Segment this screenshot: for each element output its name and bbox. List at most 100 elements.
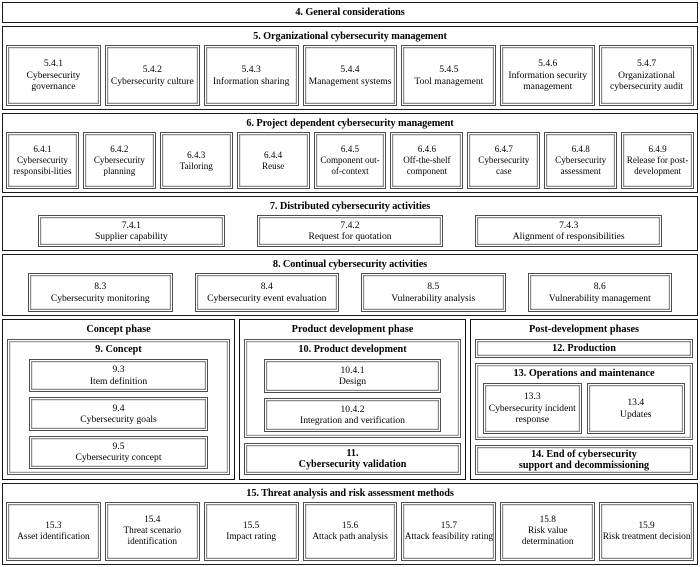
clause-box-6-4-3[interactable]: 6.4.3 Tailoring — [159, 132, 233, 189]
clause-box-15-6[interactable]: 15.6 Attack path analysis — [302, 502, 398, 561]
clause-label: Cybersecurity validation — [298, 459, 407, 470]
clause-box-5-4-5[interactable]: 5.4.5 Tool management — [401, 45, 497, 106]
clause-box-6-4-7[interactable]: 6.4.7 Cybersecurity case — [467, 132, 541, 189]
clause-box-9-5[interactable]: 9.5 Cybersecurity concept — [29, 435, 208, 469]
clause-number: 15.7 — [440, 520, 457, 531]
clause-box-9-4[interactable]: 9.4 Cybersecurity goals — [29, 397, 208, 431]
clause-number: 8.3 — [94, 281, 107, 293]
clause-label: Management systems — [308, 75, 392, 87]
band-title-threat: 15. Threat analysis and risk assessment … — [246, 488, 454, 499]
clause-box-7-4-2[interactable]: 7.4.2 Request for quotation — [256, 215, 444, 247]
clause-number: 9.4 — [112, 402, 125, 414]
clause-box-11-cybersecurity-validation[interactable]: 11. Cybersecurity validation — [244, 443, 461, 475]
clause-label: Reuse — [262, 160, 285, 171]
clause-number: 5.4.4 — [340, 64, 360, 76]
clause-label: Impact rating — [226, 531, 277, 542]
band-distributed-box-row: 7.4.1 Supplier capability 7.4.2 Request … — [6, 215, 694, 247]
clause-box-5-4-1[interactable]: 5.4.1 Cybersecurity governance — [6, 45, 101, 106]
clause-group-10-product-development: 10. Product development 10.4.1 Design 10… — [244, 339, 461, 438]
clause-box-5-4-6[interactable]: 5.4.6 Information security management — [500, 45, 596, 106]
band-threat-box-row: 15.3 Asset identification 15.4 Threat sc… — [6, 502, 695, 561]
clause-box-9-3[interactable]: 9.3 Item definition — [29, 359, 208, 393]
clause-label: Tool management — [414, 75, 484, 87]
clause-number: 9.3 — [112, 364, 125, 376]
clause-number: 5.4.7 — [636, 58, 657, 70]
phase-title-product-development: Product development phase — [291, 324, 414, 335]
clause-box-6-4-4[interactable]: 6.4.4 Reuse — [236, 132, 310, 189]
clause-box-6-4-8[interactable]: 6.4.8 Cybersecurity assessment — [544, 132, 618, 189]
clause-box-10-4-2[interactable]: 10.4.2 Integration and verification — [264, 398, 441, 432]
clause-label: Threat scenario identification — [123, 526, 182, 547]
clause-box-15-7[interactable]: 15.7 Attack feasibility rating — [401, 502, 497, 561]
band-project-dependent-cybersecurity-management: 6. Project dependent cybersecurity manag… — [2, 113, 698, 193]
clause-box-15-4[interactable]: 15.4 Threat scenario identification — [104, 502, 200, 561]
clause-box-5-4-4[interactable]: 5.4.4 Management systems — [302, 45, 398, 106]
clause-number: 5.4.1 — [43, 58, 64, 70]
clause-label-line1: 14. End of cybersecurity — [531, 448, 637, 460]
clause-box-8-3[interactable]: 8.3 Cybersecurity monitoring — [28, 273, 173, 312]
clause-box-8-6[interactable]: 8.6 Vulnerability management — [527, 273, 672, 312]
clause-number: 5.4.6 — [538, 58, 558, 70]
clause-box-15-8[interactable]: 15.8 Risk value determination — [500, 502, 596, 561]
clause-label: Off-the-shelf component — [403, 155, 451, 176]
clause-number: 10.4.1 — [340, 364, 365, 376]
clause-label: Cybersecurity culture — [110, 75, 194, 87]
clause-number: 6.4.4 — [264, 149, 283, 160]
clause-box-13-4[interactable]: 13.4 Updates — [586, 383, 685, 434]
clause-box-6-4-6[interactable]: 6.4.6 Off-the-shelf component — [390, 132, 464, 189]
clause-title-9: 9. Concept — [95, 344, 142, 355]
clause-number: 6.4.8 — [571, 144, 590, 155]
clause-box-13-3[interactable]: 13.3 Cybersecurity incident response — [483, 383, 582, 434]
clause-box-10-4-1[interactable]: 10.4.1 Design — [264, 359, 441, 393]
clause-label: Cybersecurity planning — [93, 155, 145, 176]
clause-label: Asset identification — [17, 531, 90, 542]
clause-box-6-4-1[interactable]: 6.4.1 Cybersecurity responsibi-lities — [6, 132, 79, 189]
clause-label: Risk treatment decision — [602, 531, 691, 542]
clause-number: 15.9 — [638, 520, 655, 531]
clause-label: Organizational cybersecurity audit — [609, 69, 684, 93]
band-threat-analysis-and-risk-assessment-methods: 15. Threat analysis and risk assessment … — [2, 483, 698, 565]
clause-box-6-4-5[interactable]: 6.4.5 Component out-of-context — [313, 132, 387, 189]
clause-number: 15.4 — [144, 515, 161, 525]
clause-label-line2: support and decommissioning — [518, 460, 650, 471]
clause-9-box-stack: 9.3 Item definition 9.4 Cybersecurity go… — [13, 359, 224, 469]
clause-box-15-9[interactable]: 15.9 Risk treatment decision — [599, 502, 695, 561]
clause-number: 6.4.6 — [417, 144, 436, 155]
clause-label: Alignment of responsibilities — [512, 231, 625, 242]
clause-box-8-5[interactable]: 8.5 Vulnerability analysis — [361, 273, 506, 312]
clause-number: 7.4.3 — [559, 219, 579, 231]
clause-box-5-4-7[interactable]: 5.4.7 Organizational cybersecurity audit — [599, 45, 695, 106]
clause-number: 6.4.2 — [110, 144, 129, 155]
clause-label: Cybersecurity case — [478, 155, 530, 176]
clause-number: 8.5 — [427, 281, 440, 293]
clause-box-7-4-1[interactable]: 7.4.1 Supplier capability — [38, 215, 225, 247]
clause-box-15-3[interactable]: 15.3 Asset identification — [6, 502, 101, 561]
clause-10-box-stack: 10.4.1 Design 10.4.2 Integration and ver… — [250, 359, 455, 432]
clause-number: 6.4.9 — [648, 144, 667, 155]
clause-box-6-4-9[interactable]: 6.4.9 Release for post-development — [621, 132, 695, 189]
clause-label: Cybersecurity incident response — [488, 402, 576, 426]
clause-box-6-4-2[interactable]: 6.4.2 Cybersecurity planning — [82, 132, 156, 189]
clause-box-7-4-3[interactable]: 7.4.3 Alignment of responsibilities — [475, 215, 663, 247]
clause-label: Cybersecurity monitoring — [50, 292, 150, 304]
clause-number: 15.3 — [45, 520, 62, 531]
clause-label: Cybersecurity assessment — [555, 155, 607, 176]
clause-box-5-4-3[interactable]: 5.4.3 Information sharing — [203, 45, 299, 106]
clause-box-12-production[interactable]: 12. Production — [475, 339, 693, 358]
clause-label: Vulnerability management — [548, 292, 651, 304]
clause-label: Design — [338, 376, 367, 387]
clause-box-8-4[interactable]: 8.4 Cybersecurity event evaluation — [194, 273, 339, 312]
clause-box-15-5[interactable]: 15.5 Impact rating — [203, 502, 299, 561]
clause-label: Information security management — [508, 69, 588, 93]
clause-label: Cybersecurity event evaluation — [207, 292, 327, 304]
phase-title-concept: Concept phase — [86, 324, 151, 335]
clause-box-5-4-2[interactable]: 5.4.2 Cybersecurity culture — [104, 45, 200, 106]
clause-number: 6.4.7 — [494, 144, 513, 155]
clause-number: 5.4.3 — [241, 64, 261, 76]
clause-box-14-end-of-cybersecurity-support[interactable]: 14. End of cybersecurity support and dec… — [475, 445, 693, 475]
clause-number: 15.8 — [539, 515, 556, 525]
band-general-considerations: 4. General considerations — [2, 2, 698, 23]
phase-product-development: Product development phase 10. Product de… — [239, 319, 466, 480]
phase-title-post-development: Post-development phases — [528, 324, 640, 335]
clause-number: 13.3 — [523, 391, 541, 403]
